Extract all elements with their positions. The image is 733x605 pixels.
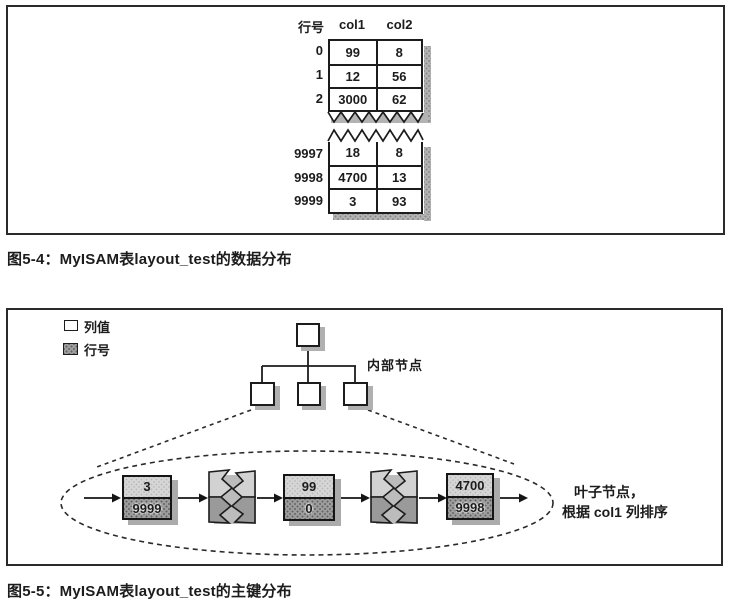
leaf-node: 4700 9998 bbox=[446, 473, 494, 520]
data-table-bottom-piece: 18 8 4700 13 3 93 bbox=[328, 141, 423, 214]
internal-node bbox=[343, 382, 368, 406]
root-node bbox=[296, 323, 320, 347]
table-cell: 99 bbox=[345, 45, 360, 60]
leaf-col-value: 4700 bbox=[448, 475, 492, 498]
internal-nodes-label: 内部节点 bbox=[367, 358, 424, 373]
leaf-col-value: 99 bbox=[285, 476, 333, 499]
figure-5-5-frame bbox=[6, 308, 723, 566]
row-number-label: 1 bbox=[315, 67, 323, 82]
leaf-col-value: 3 bbox=[124, 477, 170, 499]
table-cell: 12 bbox=[330, 64, 376, 87]
data-table-top-piece: 99 8 12 56 3000 62 bbox=[328, 39, 423, 112]
leaf-note-line2: 根据 col1 列排序 bbox=[562, 504, 668, 520]
row-number-label: 2 bbox=[315, 91, 323, 106]
row-number-label: 0 bbox=[315, 43, 323, 58]
figure-5-4-caption: 图5-4：MyISAM表layout_test的数据分布 bbox=[7, 251, 292, 268]
leaf-node: 99 0 bbox=[283, 474, 335, 521]
table-shadow bbox=[424, 46, 431, 123]
leaf-note-line1: 叶子节点， bbox=[574, 484, 644, 500]
row-number-label: 9999 bbox=[294, 193, 323, 208]
table-shadow bbox=[424, 147, 431, 221]
internal-node bbox=[250, 382, 275, 406]
table-cell: 8 bbox=[375, 141, 422, 165]
row-number-label: 9998 bbox=[294, 170, 323, 185]
row-number-header: 行号 bbox=[297, 20, 324, 35]
table-cell: 8 bbox=[375, 41, 422, 64]
table-cell: 4700 bbox=[330, 164, 376, 189]
legend-swatch-column-value bbox=[64, 320, 78, 331]
legend-label-row-number: 行号 bbox=[84, 343, 111, 358]
table-cell: 62 bbox=[375, 87, 421, 110]
table-cell: 56 bbox=[375, 64, 421, 87]
legend-label-column-value: 列值 bbox=[84, 320, 111, 335]
table-cell: 18 bbox=[345, 145, 360, 161]
legend-swatch-row-number bbox=[63, 343, 78, 355]
table-shadow bbox=[333, 214, 429, 220]
table-cell: 13 bbox=[375, 164, 421, 189]
table-cell: 3 bbox=[330, 188, 376, 212]
leaf-row-number: 9998 bbox=[448, 497, 492, 518]
leaf-row-number: 0 bbox=[285, 498, 333, 519]
figure-5-5-caption: 图5-5：MyISAM表layout_test的主键分布 bbox=[7, 583, 292, 600]
col1-header: col1 bbox=[338, 17, 365, 32]
leaf-row-number: 9999 bbox=[124, 498, 170, 518]
leaf-node: 3 9999 bbox=[122, 475, 172, 520]
col2-header: col2 bbox=[386, 17, 413, 32]
leaf-nodes-note: 叶子节点， 根据 col1 列排序 bbox=[560, 482, 710, 522]
table-cell: 3000 bbox=[330, 87, 376, 110]
table-cell: 93 bbox=[375, 188, 421, 212]
row-number-label: 9997 bbox=[294, 146, 323, 161]
internal-node bbox=[297, 382, 321, 406]
